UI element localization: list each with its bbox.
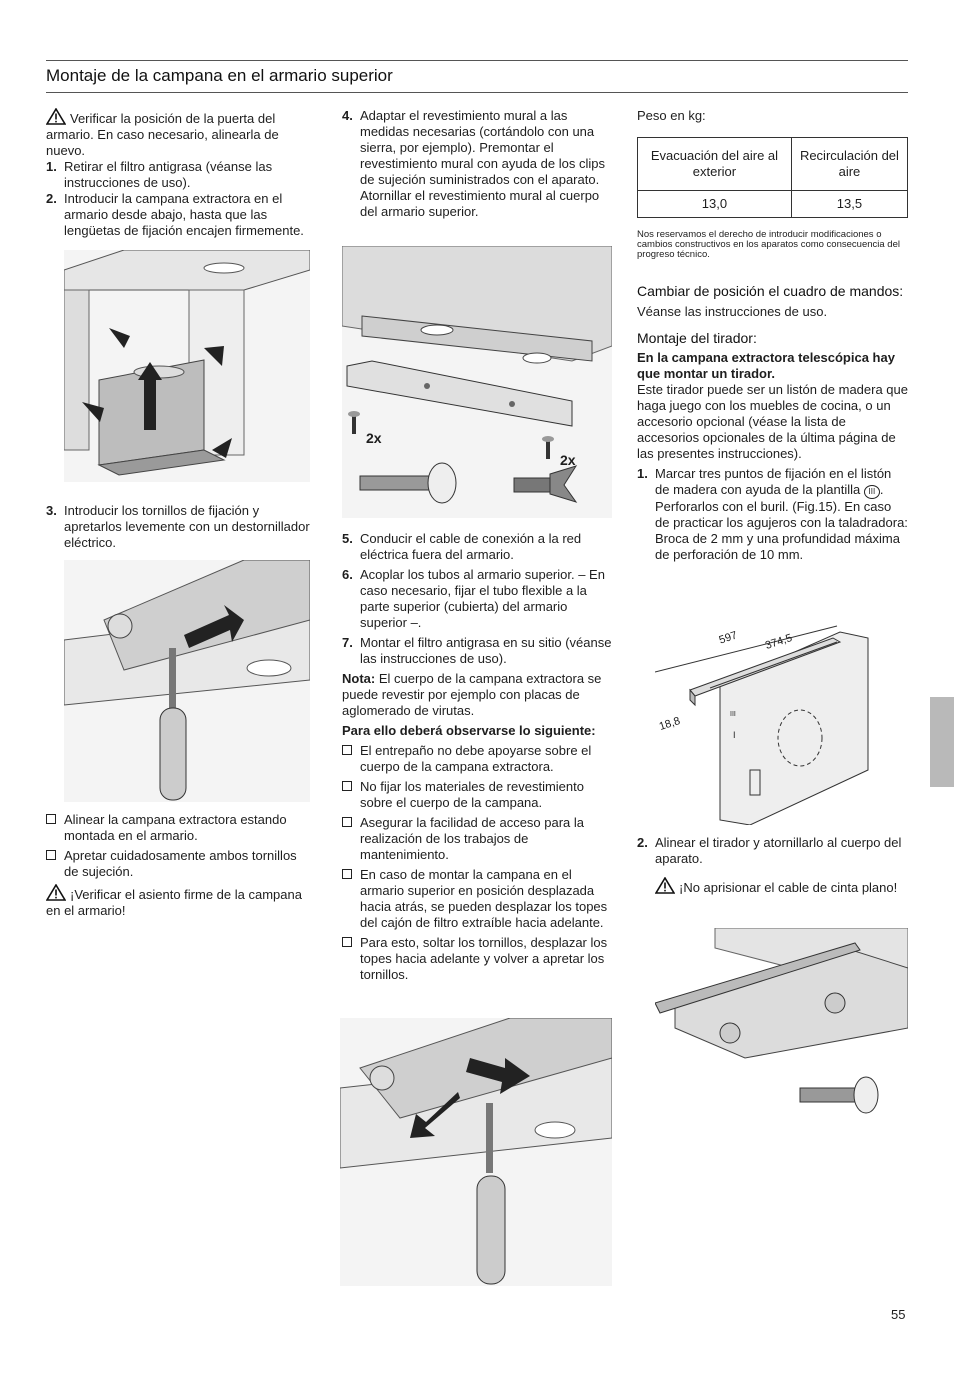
step-6: 6.Acoplar los tubos al armario superior.… (342, 567, 605, 630)
column-3-weight-label: Peso en kg: (637, 108, 908, 124)
column-2: 4.Adaptar el revestimiento mural a las m… (342, 108, 612, 220)
column-1-checks: Alinear la campana extractora estando mo… (46, 812, 310, 919)
column-2-lower: 5.Conducir el cable de conexión a la red… (342, 531, 612, 983)
check-item: Asegurar la facilidad de acceso para la … (342, 815, 612, 863)
step-2: 2.Introducir la campana extractora en el… (46, 191, 304, 238)
check-item: Para esto, soltar los tornillos, desplaz… (342, 935, 612, 983)
title-rule (46, 92, 908, 93)
figure-screwdriver-2 (340, 1018, 612, 1286)
figure-handle-template: 597 374,5 18,8 III I (655, 620, 885, 825)
section-heading-handle: Montaje del tirador: (637, 330, 757, 346)
table-header-cell: Recirculación del aire (790, 137, 909, 191)
check-item: En caso de montar la campana en el armar… (342, 867, 612, 931)
warning-paragraph-3: ¡No aprisionar el cable de cinta plano! (637, 877, 908, 896)
quantity-label-2x-a: 2x (366, 430, 382, 446)
check-item: El entrepaño no debe apoyarse sobre el c… (342, 743, 612, 775)
check-item: Apretar cuidadosamente ambos tornillos d… (46, 848, 310, 880)
mark-I: I (733, 730, 736, 740)
check-item: No fijar los materiales de revestimiento… (342, 779, 612, 811)
table-cell: 13,5 (790, 190, 909, 218)
warning-paragraph-1: Verificar la posición de la puerta del a… (46, 108, 310, 159)
step-1: 1.Retirar el filtro antigrasa (véanse la… (46, 159, 273, 190)
warning-icon (655, 877, 675, 894)
section-text-control-panel: Véanse las instrucciones de uso. (637, 304, 828, 319)
step-3: 3.Introducir los tornillos de fijación y… (46, 503, 310, 550)
page-title: Montaje de la campana en el armario supe… (46, 66, 393, 85)
warning-icon (46, 884, 66, 901)
disclaimer: Nos reservamos el derecho de introducir … (637, 229, 900, 260)
check-item: Alinear la campana extractora estando mo… (46, 812, 310, 844)
handle-step-2: 2.Alinear el tirador y atornillarlo al c… (637, 835, 902, 866)
figure-handle-mount (655, 928, 908, 1138)
column-3: Nos reservamos el derecho de introducir … (637, 230, 908, 563)
top-rule (46, 60, 908, 61)
quantity-label-2x-b: 2x (560, 452, 576, 468)
section-heading-control-panel: Cambiar de posición el cuadro de mandos: (637, 283, 904, 299)
weight-label: Peso en kg: (637, 108, 706, 123)
figure-screwdriver-1 (64, 560, 310, 802)
mark-III: III (730, 711, 736, 718)
section-tab-marker (930, 697, 954, 787)
page-number: 55 (891, 1307, 906, 1322)
step-4: 4.Adaptar el revestimiento mural a las m… (342, 108, 605, 219)
template-symbol: III (863, 485, 880, 499)
step-7: 7.Montar el filtro antigrasa en su sitio… (342, 635, 612, 666)
section-subtitle-handle: En la campana extractora telescópica hay… (637, 350, 895, 381)
warning-icon (46, 108, 66, 125)
table-header-cell: Evacuación del aire al exterior (637, 137, 792, 191)
handle-step-1: 1.Marcar tres puntos de fijación en el l… (637, 466, 908, 562)
note-paragraph: Nota: El cuerpo de la campana extractora… (342, 671, 602, 718)
weight-table: Evacuación del aire al exterior Recircul… (637, 137, 909, 218)
step-5: 5.Conducir el cable de conexión a la red… (342, 531, 582, 562)
table-cell: 13,0 (637, 190, 792, 218)
column-1: Verificar la posición de la puerta del a… (46, 108, 310, 239)
column-3-lower: 2.Alinear el tirador y atornillarlo al c… (637, 835, 908, 896)
figure-insert-hood (64, 250, 310, 482)
column-1-lower: 3.Introducir los tornillos de fijación y… (46, 503, 310, 551)
observe-heading: Para ello deberá observarse lo siguiente… (342, 723, 596, 738)
warning-paragraph-2: ¡Verificar el asiento firme de la campan… (46, 884, 310, 919)
section-text-handle: Este tirador puede ser un listón de made… (637, 382, 909, 461)
figure-wall-cladding: 2x 2x (342, 246, 612, 518)
